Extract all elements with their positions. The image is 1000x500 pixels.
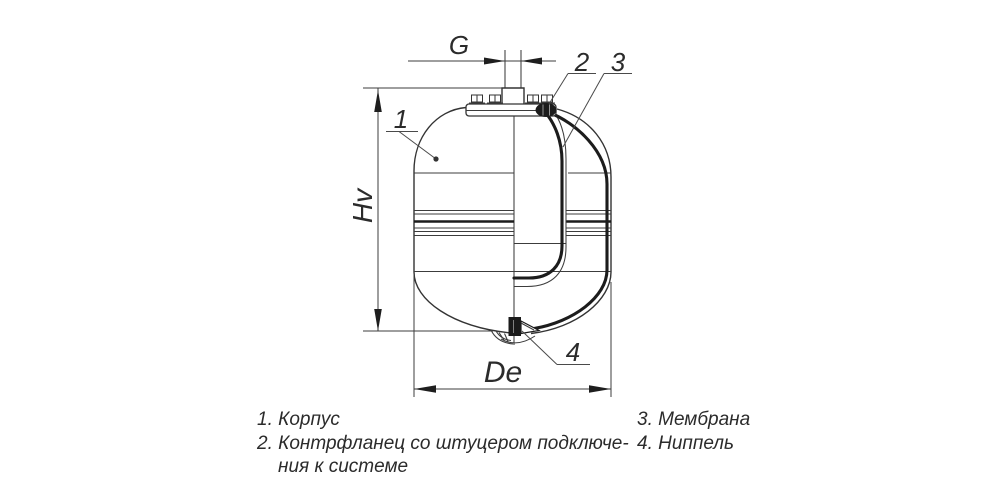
arrow-icon [374,90,382,112]
membrane [512,110,609,331]
dimension-hv: Hv [347,87,502,332]
arrow-icon [589,385,611,393]
legend-left-column: 1. Корпус 2. Контрфланец со штуцером под… [257,408,629,479]
counter-flange [465,94,557,117]
arrow-icon [374,309,382,331]
weld-seam-lines [414,172,611,273]
callout-1: 1 [386,104,439,162]
legend-item-3: 3. Мембрана [637,409,751,430]
dim-de-label: De [484,356,522,389]
arrow-icon [521,57,542,65]
connection-pipe [501,50,525,104]
tank-shell [413,106,612,345]
legend-right-column: 3. Мембрана 4. Ниппель [637,408,750,455]
arrow-icon [484,57,505,65]
legend-item-2: 2. Контрфланец со штуцером подключе- [257,432,629,454]
callout-4-number: 4 [566,337,580,367]
arrow-icon [414,385,436,393]
callout-3-number: 3 [611,47,626,77]
callout-2: 2 [548,47,596,105]
callout-3: 3 [562,47,632,148]
callout-4: 4 [521,330,590,367]
nipple [490,317,541,345]
dimension-de: De [413,275,612,397]
dim-g-label: G [449,30,469,60]
dimension-g: G [408,30,556,65]
dim-hv-label: Hv [347,187,378,223]
bolt [469,94,485,104]
legend-item-1: 1. Корпус [257,409,340,430]
flange-bolts [469,94,555,104]
callout-1-number: 1 [394,104,408,134]
bolt [487,94,503,104]
legend-item-4: 4. Ниппель [637,432,734,454]
bolt [525,94,541,104]
flange-joint [535,103,557,117]
callout-2-number: 2 [574,47,590,77]
legend-item-2-continued: ния к системе [278,456,409,477]
